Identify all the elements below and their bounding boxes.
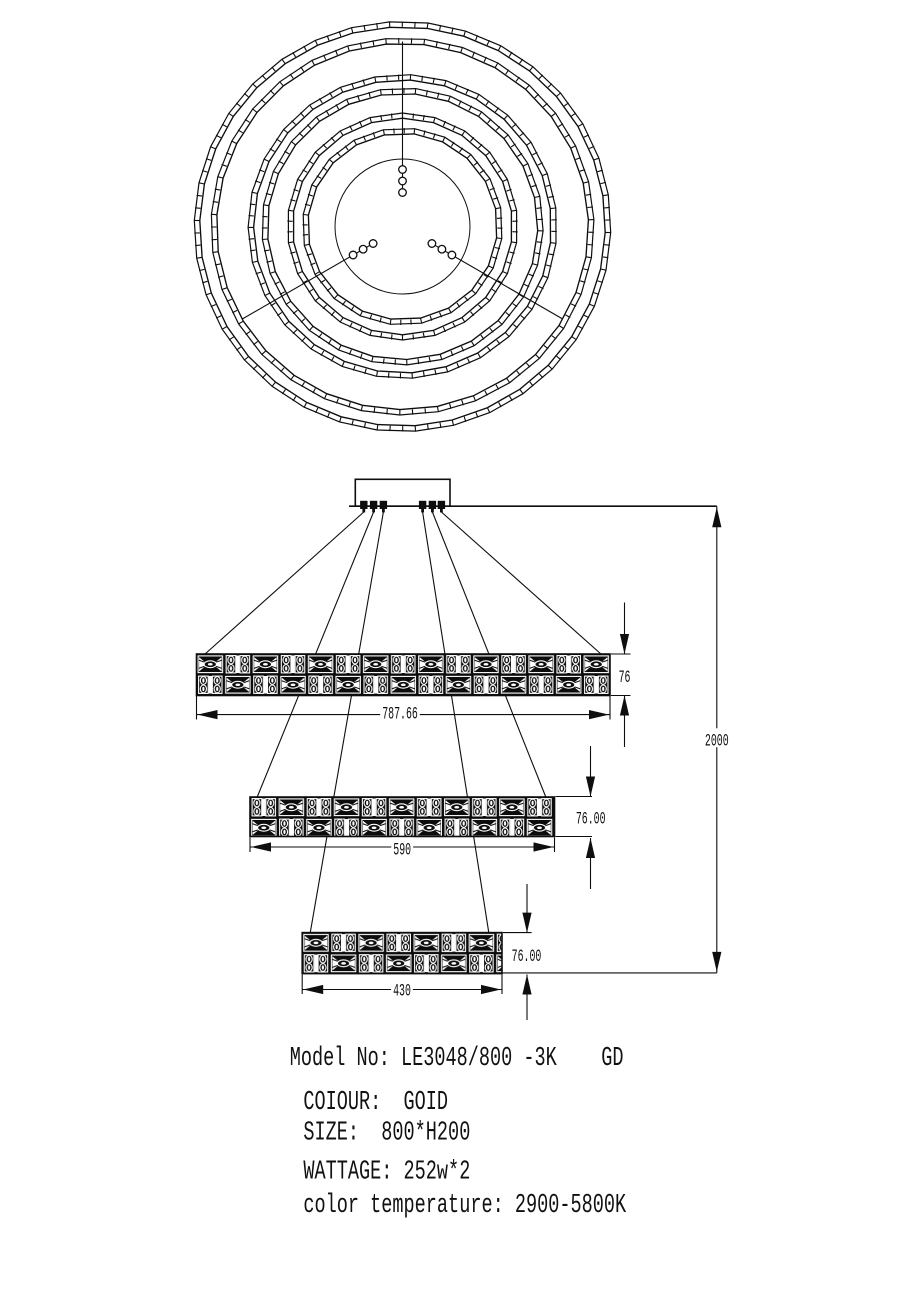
svg-text:76.00: 76.00: [576, 810, 606, 830]
svg-text:787.66: 787.66: [382, 705, 418, 725]
svg-text:76.00: 76.00: [512, 947, 542, 967]
svg-text:76: 76: [619, 668, 631, 688]
svg-text:2000: 2000: [705, 732, 729, 752]
svg-text:WATTAGE: 252w*2: WATTAGE: 252w*2: [303, 1156, 470, 1186]
svg-text:590: 590: [393, 841, 411, 861]
svg-text:SIZE: 800*H200: SIZE: 800*H200: [303, 1117, 470, 1147]
svg-text:color temperature: 2900-5800K: color temperature: 2900-5800K: [303, 1190, 626, 1220]
svg-text:Model No: LE3048/800 -3K GD: Model No: LE3048/800 -3K GD: [290, 1043, 624, 1073]
svg-text:430: 430: [393, 982, 411, 1002]
svg-text:COIOUR: GOID: COIOUR: GOID: [303, 1087, 448, 1117]
